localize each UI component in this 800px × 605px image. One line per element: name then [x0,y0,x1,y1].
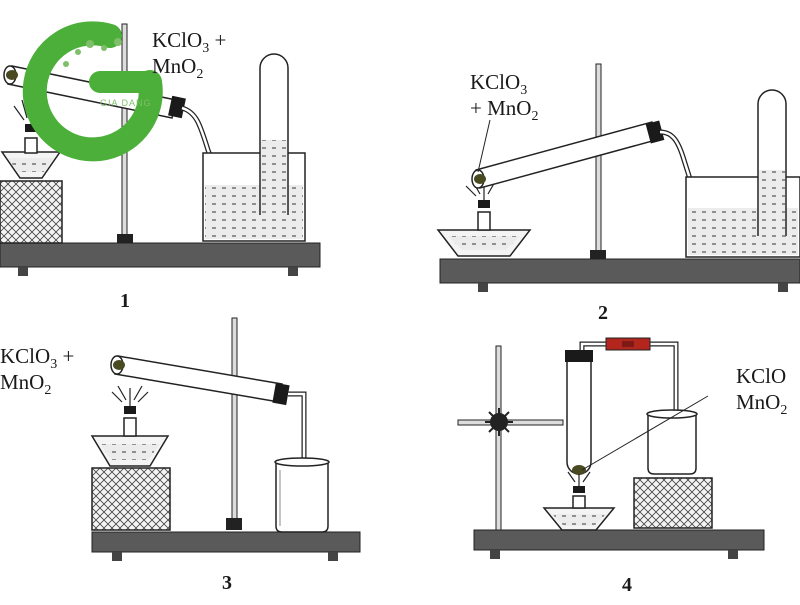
base-foot [728,550,738,559]
gas-collection-tube [259,53,289,215]
pointer-line [477,119,491,173]
alcohol-lamp [90,385,170,467]
panel-4 [457,337,765,559]
alcohol-lamp [0,99,62,179]
stand-rod [495,345,502,531]
stand-foot [226,518,242,530]
base-plate [473,529,765,551]
base-foot [490,550,500,559]
stand-rod [231,317,238,521]
base-foot [288,267,298,276]
panel-3-number: 3 [222,572,232,594]
stand-foot [590,250,606,259]
collection-jar [274,457,330,533]
panel-4-reagent-label: KClO MnO2 [736,364,788,419]
panel-3 [90,317,361,561]
clamp-knob [485,408,513,436]
panel-4-number: 4 [622,574,632,596]
base-foot [778,283,788,292]
watermark-logo [22,21,163,162]
support-block [0,180,63,244]
base-foot [18,267,28,276]
base-foot [478,283,488,292]
watermark-text: GIA DANG [100,98,152,108]
support-block [633,477,713,529]
panel-2-number: 2 [598,302,608,324]
base-plate [439,258,800,284]
panel-1-reagent-label: KClO3 + MnO2 [152,28,227,83]
collection-jar [646,409,698,475]
stand-rod [595,63,602,253]
test-tube [110,355,290,406]
test-tube [471,120,665,189]
base-foot [328,552,338,561]
gas-collection-tube [757,89,787,236]
panel-1-number: 1 [120,290,130,312]
test-tube [565,350,593,475]
pointer-line [581,395,709,471]
base-plate [91,531,361,553]
panel-3-reagent-label: KClO3 + MnO2 [0,344,75,399]
alcohol-lamp [542,471,616,531]
base-plate [0,242,321,268]
alcohol-lamp [436,179,532,257]
panel-2 [436,63,800,292]
stand-foot [117,234,133,243]
red-rubber-connector [605,337,651,351]
support-block [91,467,171,531]
panel-2-reagent-label: KClO3 + MnO2 [470,70,539,125]
base-foot [112,552,122,561]
